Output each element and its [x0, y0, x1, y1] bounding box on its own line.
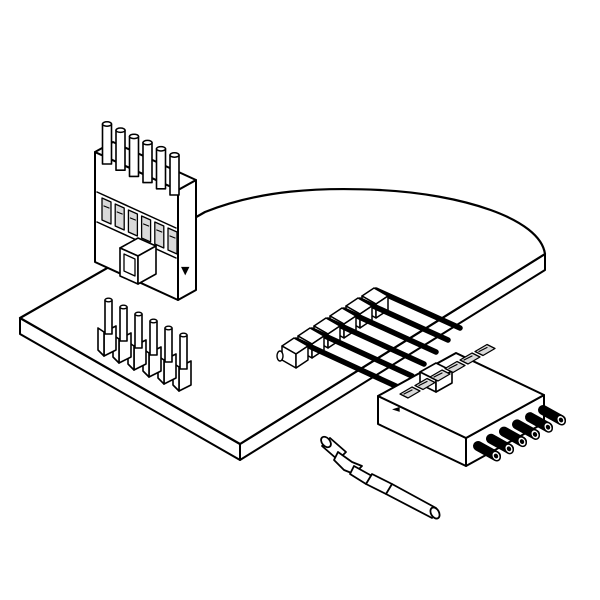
terminal-wire-end [101, 121, 113, 127]
header-pin-tip [179, 332, 188, 338]
horizontal-connector-housing: ◄ [377, 343, 567, 467]
header-pin-long-inner [342, 308, 438, 354]
terminal-wire [115, 129, 126, 171]
housing-slot [127, 209, 139, 237]
housing-wire-core [545, 424, 551, 430]
slot-latch [403, 389, 413, 395]
header-pin [134, 313, 143, 349]
housing-wire-core [519, 439, 525, 445]
slot-latch [116, 211, 123, 215]
polarity-arrow-mark: ▼ [181, 264, 190, 277]
slot-latch [433, 372, 443, 378]
header-pin-tip [164, 325, 173, 331]
housing-slot [474, 343, 496, 357]
header-pin [179, 334, 188, 370]
slot-latch [418, 380, 428, 387]
vertical-pin-header [97, 297, 192, 392]
housing-slot [167, 227, 178, 255]
slot-latch [448, 363, 458, 370]
header-pin-long-inner [374, 288, 462, 330]
terminal-wire [169, 154, 180, 196]
header-pin-long-inner [358, 298, 450, 342]
header-pin [164, 327, 173, 363]
header-pin-body-side [97, 327, 105, 357]
terminal-wire-end [142, 139, 153, 146]
terminal-wire-end [115, 127, 126, 134]
horizontal-housing-wires [473, 405, 567, 462]
terminal-wire-end [128, 133, 140, 140]
header-pin-tip [149, 318, 158, 324]
terminal-wire-end [155, 145, 167, 152]
housing-slot [459, 352, 481, 365]
slot-latch [463, 355, 473, 361]
header-pin [119, 306, 128, 342]
header-pin [149, 320, 158, 356]
header-pin-tip [104, 297, 113, 303]
header-block-side [295, 345, 309, 369]
header-pin-stub [276, 350, 284, 362]
terminal-wire [128, 135, 140, 178]
slot-latch [156, 229, 163, 233]
housing-wire-core [506, 446, 512, 452]
terminal-wire [155, 148, 167, 190]
housing-slot [414, 377, 436, 391]
housing-latch-slots [101, 197, 178, 255]
terminal-wire [142, 141, 153, 184]
slot-latch [478, 346, 488, 353]
header-pin-long-inner [294, 338, 402, 390]
terminal-wire [101, 123, 113, 165]
housing-slot [444, 360, 466, 374]
housing-terminal-wires [101, 121, 180, 196]
vertical-connector-housing: ▼ [94, 121, 197, 301]
header-pin-long-inner [310, 328, 414, 378]
header-pin-long-inner [326, 318, 426, 366]
slot-latch [169, 235, 176, 239]
terminal-wire-end [169, 152, 180, 158]
horizontal-housing-slots [399, 343, 496, 399]
housing-slot [140, 215, 152, 243]
housing-slot [114, 203, 125, 231]
header-pin-tip [119, 304, 128, 310]
slot-latch [103, 205, 110, 209]
housing-slot [101, 197, 112, 225]
housing-wire-core [558, 417, 564, 423]
right-angle-pin-header [276, 287, 463, 391]
crimp-terminal [320, 435, 441, 520]
slot-latch [129, 217, 136, 221]
header-pin-tip [134, 311, 143, 317]
housing-slot [154, 221, 165, 249]
housing-slot [399, 386, 421, 399]
housing-slot [429, 369, 451, 382]
housing-wire-core [532, 431, 538, 437]
slot-latch [143, 223, 150, 227]
housing-wire-core [493, 453, 499, 459]
polarity-arrow-mark-alt: ◄ [392, 404, 400, 415]
header-pin [104, 299, 113, 335]
